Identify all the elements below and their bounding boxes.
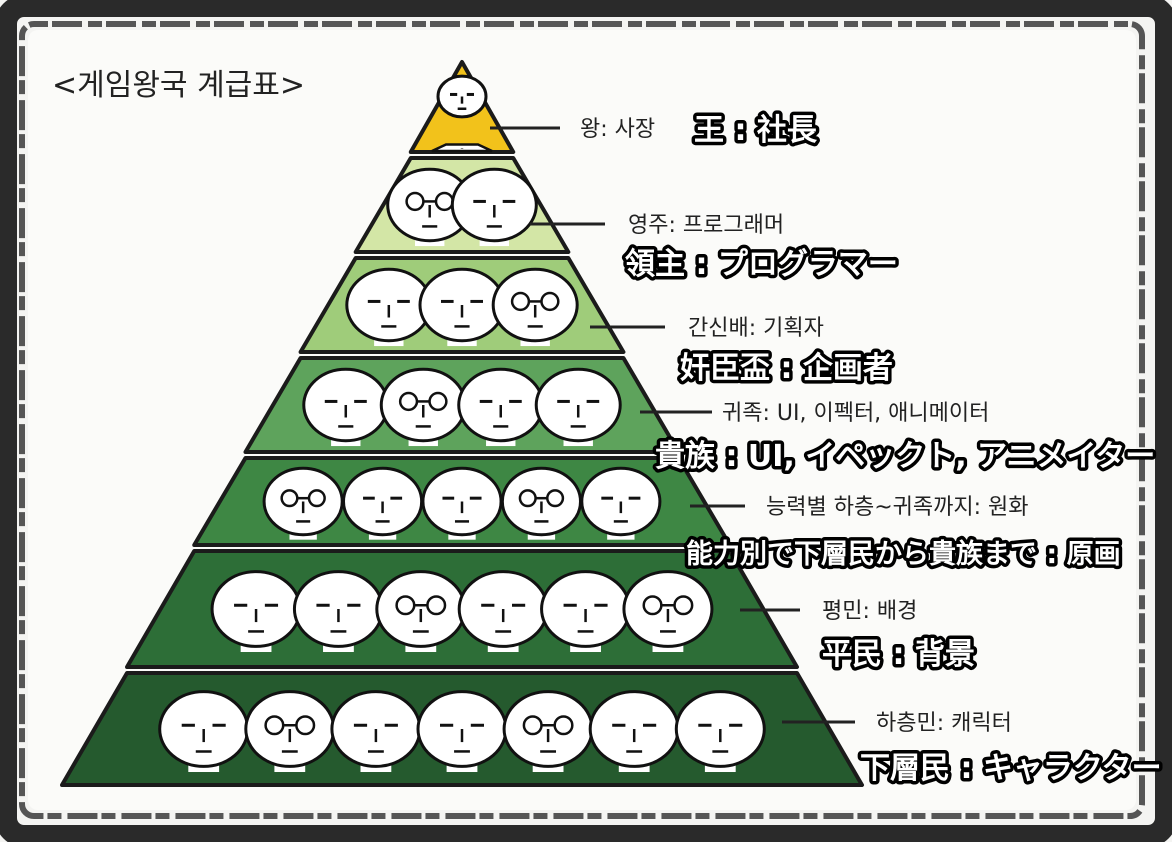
- face-icon: [622, 570, 714, 653]
- tier-japanese-label: 下層民 : キャラクター: [860, 751, 1162, 786]
- face-icon: [450, 167, 538, 247]
- faces: [158, 74, 766, 773]
- face-icon: [292, 570, 384, 653]
- tier-korean-label: 영주: 프로그래머: [628, 213, 784, 238]
- face-icon: [534, 367, 622, 447]
- face-icon: [416, 690, 508, 773]
- face-icon: [431, 74, 493, 153]
- tier-japanese-label: 王 : 社長: [694, 113, 818, 148]
- tier-korean-label: 왕: 사장: [580, 117, 655, 142]
- tier-japanese-label: 平民 : 背景: [822, 637, 975, 672]
- inner-frame: [19, 21, 1145, 819]
- tier-japanese-label: 貴族 : UI, イペックト, アニメイター: [655, 439, 1155, 474]
- page-title: <게임왕국 계급표>: [52, 68, 305, 103]
- tier-korean-label: 하층민: 캐릭터: [876, 711, 1012, 736]
- face-icon: [244, 690, 336, 773]
- tier-korean-label: 간신배: 기획자: [688, 316, 824, 341]
- tier-korean-label: 귀족: UI, 이펙터, 애니메이터: [722, 401, 989, 426]
- face-icon: [457, 570, 549, 653]
- face-icon: [158, 690, 250, 773]
- tier-japanese-label: 奸臣盃 : 企画者: [680, 351, 893, 386]
- tier-korean-label: 평민: 배경: [822, 599, 917, 624]
- tier-labels: 왕: 사장 王 : 社長 영주: 프로그래머 領主 : プログラマー 간신배: 기획자 奸…: [490, 110, 1165, 790]
- face-icon: [491, 267, 579, 347]
- face-icon: [375, 570, 467, 653]
- face-icon: [210, 570, 302, 653]
- face-icon: [580, 466, 662, 540]
- tier-japanese-label: 能力別で下層民から貴族まで : 原画: [686, 538, 1121, 570]
- tier-japanese-label: 領主 : プログラマー: [625, 247, 898, 282]
- face-icon: [674, 690, 766, 773]
- face-icon: [588, 690, 680, 773]
- face-icon: [342, 466, 424, 540]
- tier-korean-label: 능력별 하층~귀족까지: 원화: [766, 495, 1028, 520]
